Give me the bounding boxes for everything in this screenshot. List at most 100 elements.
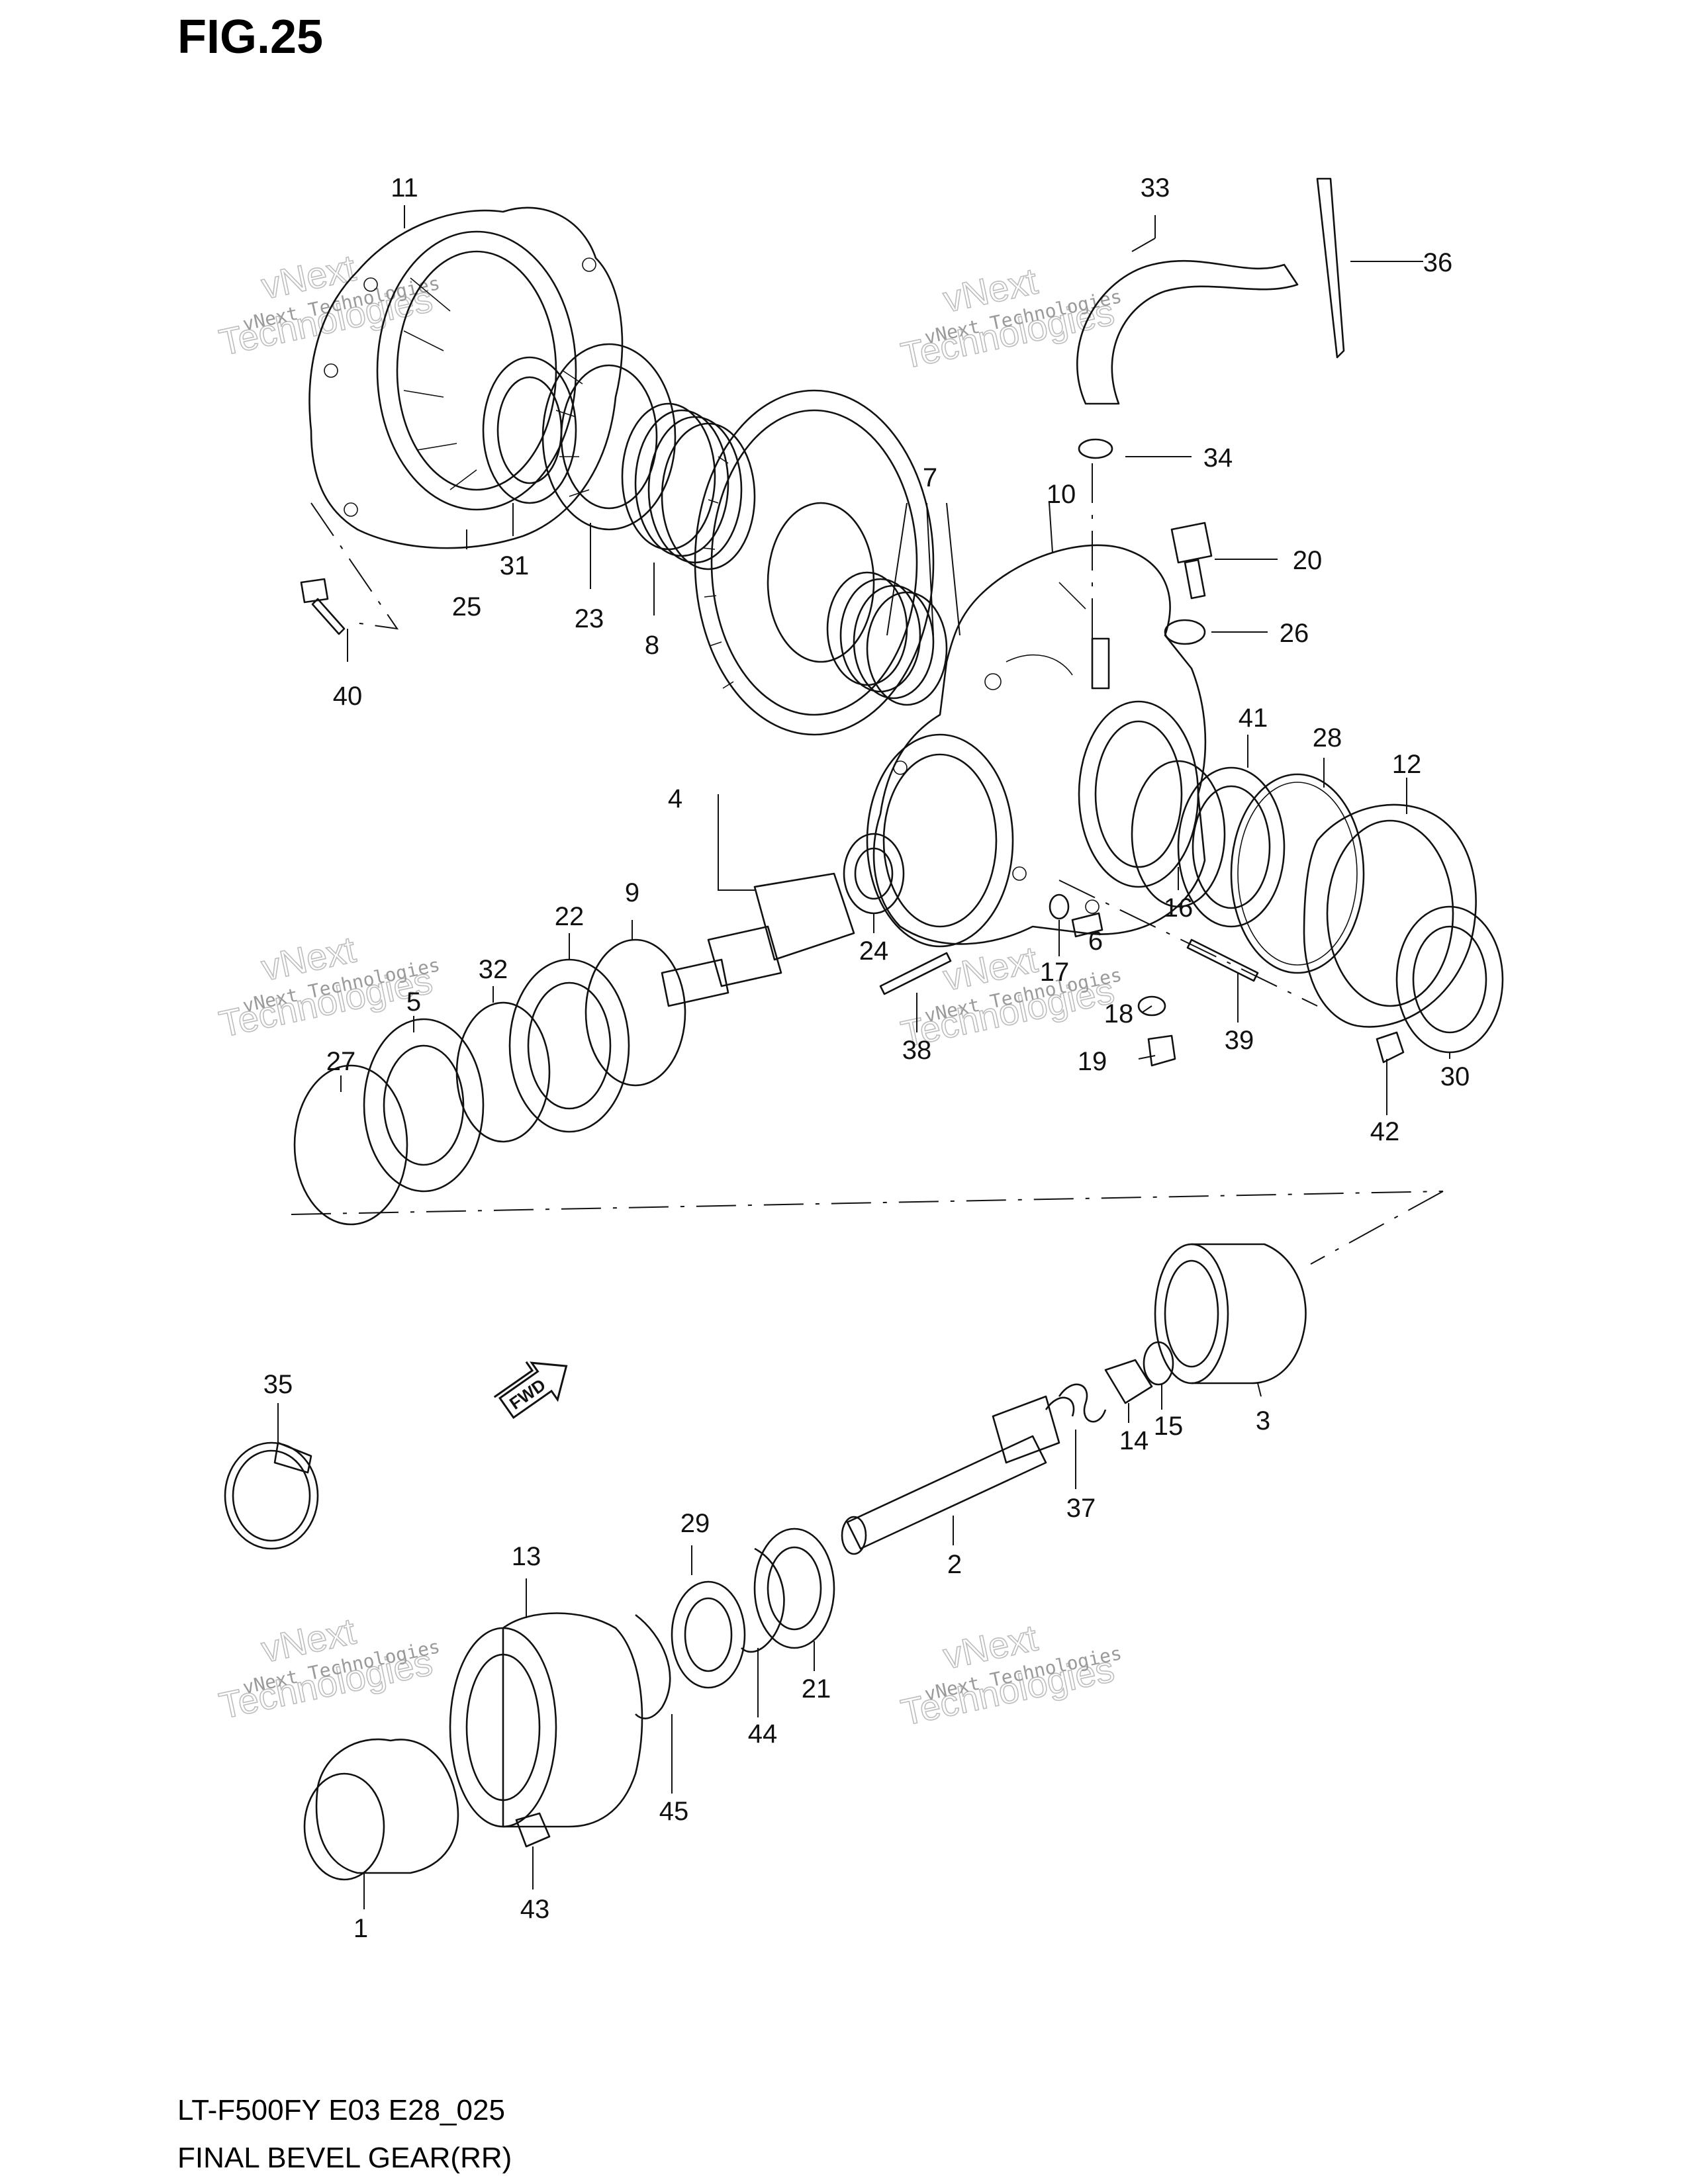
- part-26-gasket: [1164, 619, 1206, 645]
- callout-41: 41: [1239, 704, 1268, 733]
- part-37-spring: [1045, 1383, 1107, 1423]
- part-13-housing: [449, 1612, 643, 1828]
- part-23-bearing: [541, 343, 677, 531]
- callout-16: 16: [1164, 893, 1194, 923]
- callout-37: 37: [1066, 1494, 1096, 1523]
- callout-4: 4: [668, 784, 682, 813]
- part-15-washer: [1143, 1341, 1174, 1386]
- callout-15: 15: [1154, 1412, 1184, 1441]
- callout-13: 13: [512, 1542, 541, 1571]
- part-36-tie: [1316, 177, 1345, 359]
- part-21-bearing: [753, 1527, 835, 1649]
- leader-lines: [277, 205, 1450, 1909]
- part-33-hose: [1076, 259, 1299, 405]
- callout-9: 9: [625, 878, 639, 907]
- callout-32: 32: [479, 955, 508, 984]
- callout-38: 38: [902, 1036, 932, 1065]
- part-8-shims: [621, 402, 756, 570]
- callout-31: 31: [500, 551, 530, 580]
- part-2-shaft: [841, 1395, 1060, 1555]
- part-3-sleeve: [1154, 1243, 1307, 1385]
- model-code: LT-F500FY E03 E28_025: [177, 2094, 505, 2126]
- callout-6: 6: [1088, 927, 1103, 956]
- callout-18: 18: [1104, 999, 1134, 1028]
- part-12-cover: [1303, 803, 1477, 1028]
- callout-3: 3: [1256, 1406, 1270, 1435]
- callout-1: 1: [353, 1914, 368, 1943]
- part-6-bolt: [1071, 912, 1103, 938]
- part-19-bolt: [1147, 1034, 1176, 1067]
- part-1-boot: [303, 1738, 459, 1881]
- watermark-layer: vNext Technologies vNext Technologies vN…: [215, 246, 1124, 1734]
- part-39-stud: [1186, 938, 1259, 982]
- part-27-ring: [293, 1064, 408, 1226]
- part-7-shims: [826, 571, 948, 706]
- watermark: vNext Technologies vNext Technologies: [215, 246, 442, 364]
- callout-39: 39: [1225, 1026, 1254, 1055]
- part-43-nut: [515, 1812, 551, 1848]
- callout-29: 29: [680, 1509, 710, 1538]
- part-20-bolt: [1170, 522, 1213, 600]
- callout-14: 14: [1119, 1426, 1149, 1455]
- figure-title: FIG.25: [177, 11, 323, 64]
- part-35-clamp: [224, 1441, 319, 1550]
- part-44-circlip: [741, 1547, 785, 1653]
- part-41-seal: [1177, 766, 1286, 928]
- part-32-race: [455, 1001, 551, 1143]
- part-4-drive-pinion: [661, 872, 855, 1007]
- callout-2: 2: [947, 1550, 962, 1579]
- part-17-washer: [1049, 893, 1070, 920]
- callout-45: 45: [659, 1797, 689, 1826]
- part-22-bearing: [508, 958, 630, 1133]
- callout-33: 33: [1141, 173, 1170, 203]
- callout-23: 23: [575, 604, 604, 633]
- part-breather: [1091, 637, 1110, 690]
- watermark: vNext Technologies vNext Technologies: [215, 928, 442, 1046]
- callout-30: 30: [1440, 1062, 1470, 1091]
- part-30-oil-seal: [1395, 905, 1504, 1054]
- callout-28: 28: [1313, 723, 1342, 752]
- callout-43: 43: [520, 1895, 550, 1924]
- part-40-bolt: [300, 578, 346, 635]
- part-45-circlip: [635, 1614, 671, 1719]
- callout-35: 35: [263, 1370, 293, 1399]
- part-14-nut: [1104, 1359, 1153, 1404]
- callout-42: 42: [1370, 1117, 1400, 1146]
- part-42-nut: [1376, 1031, 1405, 1064]
- part-29-bearing: [671, 1580, 746, 1689]
- part-28-o-ring: [1230, 773, 1365, 974]
- callout-26: 26: [1280, 619, 1309, 648]
- part-31-bearing: [482, 356, 577, 504]
- callout-24: 24: [859, 936, 889, 966]
- part-38-stud: [879, 952, 952, 995]
- callout-8: 8: [645, 631, 659, 660]
- callout-21: 21: [802, 1674, 831, 1704]
- part-10-gear-case: [866, 544, 1207, 948]
- part-31-bearing-inner: [496, 376, 563, 484]
- part-28-o-ring-inner: [1237, 782, 1358, 966]
- callout-layer: 11 33 36 34 7 10 20 26 31 25 23 8 40 4 4…: [263, 173, 1470, 1943]
- callout-44: 44: [748, 1719, 778, 1749]
- part-34-clamp: [1078, 438, 1113, 459]
- callout-17: 17: [1040, 958, 1070, 987]
- callout-27: 27: [326, 1047, 356, 1076]
- parts-art: [224, 177, 1504, 1881]
- callout-10: 10: [1047, 480, 1076, 509]
- part-18-washer: [1137, 995, 1166, 1017]
- watermark: vNext Technologies vNext Technologies: [215, 1610, 442, 1727]
- assembly-lines: [291, 463, 1444, 1265]
- part-16-ring: [1131, 760, 1226, 908]
- callout-20: 20: [1293, 546, 1323, 575]
- callout-34: 34: [1203, 443, 1233, 473]
- callout-25: 25: [452, 592, 482, 621]
- callout-36: 36: [1423, 248, 1453, 277]
- part-9-shim: [585, 938, 686, 1087]
- callout-22: 22: [555, 902, 585, 931]
- callout-40: 40: [333, 682, 363, 711]
- callout-5: 5: [406, 987, 421, 1017]
- figure-caption: FINAL BEVEL GEAR(RR): [177, 2142, 512, 2174]
- callout-11: 11: [391, 173, 418, 203]
- part-4-ring-gear: [694, 389, 935, 736]
- watermark: vNext Technologies vNext Technologies: [897, 1616, 1124, 1734]
